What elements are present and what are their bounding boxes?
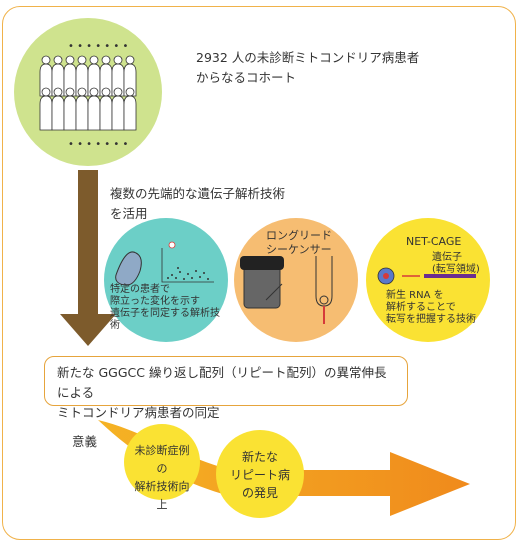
patient-icons: [39, 55, 137, 131]
diagram-frame: [2, 6, 516, 540]
nanopore-icon: [265, 256, 333, 324]
significance-item-2: 新たな リピート病 の発見: [229, 450, 290, 500]
cohort-dots-bottom: • • • • • • •: [68, 139, 129, 150]
patient-row-bottom: [39, 87, 137, 131]
step-description: 複数の先端的な遺伝子解析技術 を活用: [110, 186, 286, 221]
significance-circle-1: [124, 424, 200, 500]
technique-longread-title: ロングリード シーケンサー: [266, 229, 332, 256]
result-text: 新たな GGGCC 繰り返し配列（リピート配列）の異常伸長による ミトコンドリア…: [57, 365, 387, 420]
patient-row-top: [39, 55, 137, 97]
technique-netcage-title: NET-CAGE: [406, 235, 462, 248]
technique-circle-longread: [234, 218, 358, 342]
technique-circle-analysis: [104, 218, 228, 342]
result-box: 新たな GGGCC 繰り返し配列（リピート配列）の異常伸長による ミトコンドリア…: [44, 356, 408, 420]
technique-netcage-label: 新生 RNA を 解析することで 転写を把握する技術: [386, 290, 476, 325]
technique-analysis-label: 特定の患者で 際立った変化を示す 遺伝子を同定する解析技術: [110, 284, 220, 331]
scatter-plot-icon: [161, 241, 214, 283]
significance-label: 意義: [72, 434, 98, 449]
significance-circle-2: [216, 430, 304, 518]
cell-illustration: [115, 251, 142, 286]
technique-netcage-gene-label: 遺伝子 (転写領域): [432, 252, 480, 275]
nucleus-icon: [377, 267, 395, 285]
technique-circle-netcage: [366, 218, 490, 342]
down-arrow: [60, 170, 116, 346]
cohort-description: 2932 人の未診断ミトコンドリア病患者 からなるコホート: [196, 50, 420, 85]
sequencer-icon: [240, 256, 284, 309]
cohort-dots-top: • • • • • • •: [68, 41, 129, 52]
significance-item-1: 未診断症例の 解析技術向上: [134, 444, 190, 511]
significance-arrow: [98, 420, 470, 516]
gene-bar-icon: [402, 274, 476, 278]
